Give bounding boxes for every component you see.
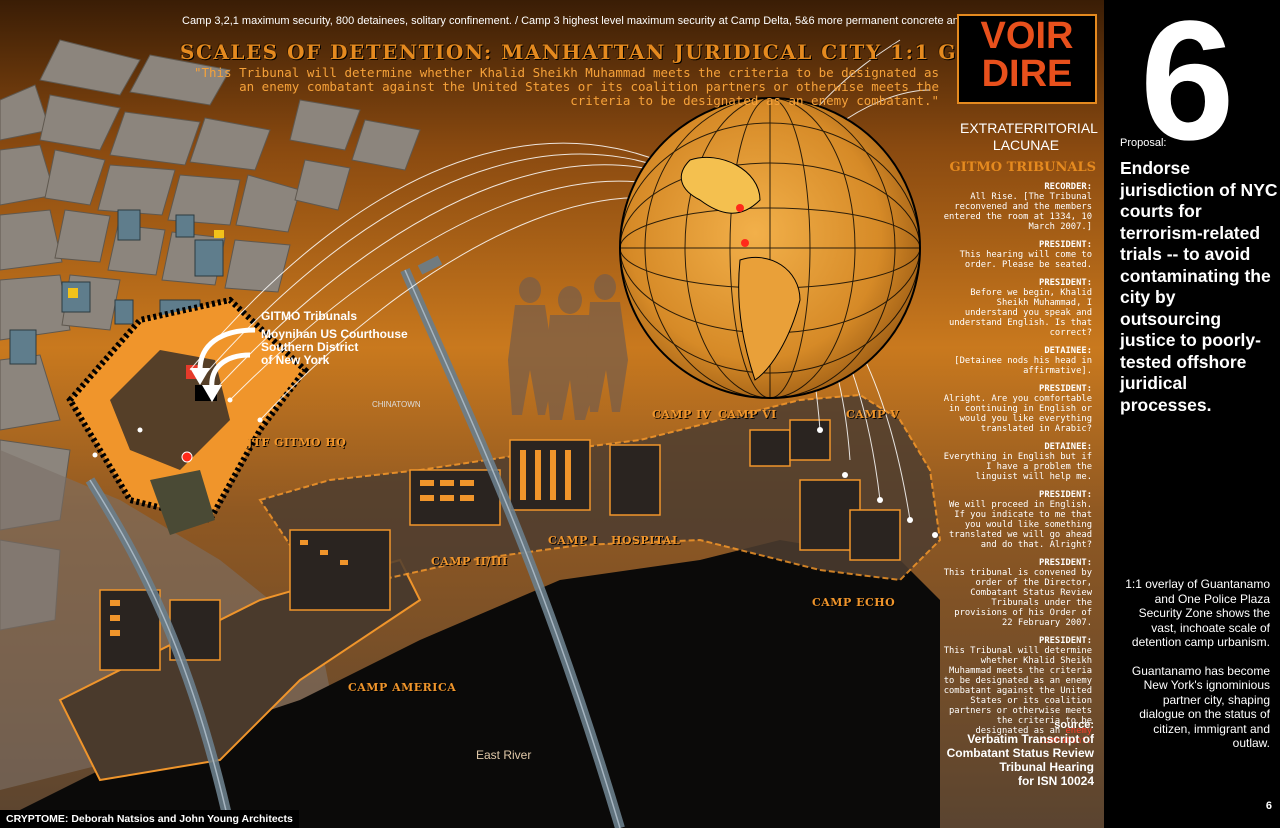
transcript-speaker: PRESIDENT: — [1039, 490, 1092, 500]
overlay-description: 1:1 overlay of Guantanamo and One Police… — [1120, 577, 1270, 765]
transcript-line: This tribunal is convened by order of th… — [943, 568, 1092, 628]
transcript-text: We will proceed in English. If you indic… — [942, 500, 1092, 550]
transcript-line: [Detainee nods his head in affirmative]. — [954, 356, 1092, 376]
extraterritorial-label: EXTRATERRITORIAL LACUNAE — [960, 120, 1098, 154]
transcript-speaker: DETAINEE: — [1044, 346, 1092, 356]
extra-line2: LACUNAE — [992, 137, 1060, 153]
transcript: RECORDER:All Rise. [The Tribunal reconve… — [942, 182, 1092, 746]
proposal-text: Endorse jurisdiction of NYC courts for t… — [1120, 158, 1278, 415]
voir-dire-box — [957, 14, 1097, 104]
camp-label-jtf: JTF GITMO HQ — [247, 436, 347, 449]
transcript-text: [Detainee nods his head in affirmative]. — [942, 356, 1092, 376]
transcript-line: We will proceed in English. If you indic… — [949, 500, 1092, 550]
right-column — [1104, 0, 1280, 828]
source-line: Tribunal Hearing — [999, 760, 1094, 774]
transcript-speaker: PRESIDENT: — [1039, 384, 1092, 394]
camp-label-vi: CAMP VI — [718, 408, 777, 421]
proposal-label: Proposal: — [1120, 137, 1167, 149]
courthouse-line: Moynihan US Courthouse — [261, 327, 408, 341]
transcript-line: Alright. Are you comfortable in continui… — [943, 394, 1092, 434]
transcript-speaker: RECORDER: — [1044, 182, 1092, 192]
transcript-speaker: PRESIDENT: — [1039, 636, 1092, 646]
transcript-speaker: PRESIDENT: — [1039, 558, 1092, 568]
transcript-text: This Tribunal will determine whether Kha… — [942, 646, 1092, 746]
transcript-line: This Tribunal will determine whether Kha… — [943, 646, 1092, 736]
camp-detail — [110, 450, 571, 636]
overlay-map — [0, 0, 1104, 828]
transcript-line: Everything in English but if I have a pr… — [943, 452, 1092, 482]
transcript-line: This hearing will come to order. Please … — [959, 250, 1092, 270]
pointer-arrows — [197, 327, 256, 389]
gitmo-tribunals-label: GITMO Tribunals — [261, 309, 358, 323]
globe — [619, 97, 921, 399]
east-river-label: East River — [476, 748, 532, 762]
extra-line1: EXTRATERRITORIAL — [960, 120, 1098, 136]
source-block: source: Verbatim Transcript of Combatant… — [930, 718, 1094, 788]
voir-line: VOIR — [980, 15, 1074, 57]
camp-label-hospital: HOSPITAL — [611, 534, 681, 547]
soldier-silhouettes — [508, 274, 628, 420]
source-label: source: — [1054, 719, 1094, 731]
title-quote: "This Tribunal will determine whether Kh… — [193, 65, 939, 108]
transcript-text: Alright. Are you comfortable in continui… — [942, 394, 1092, 434]
camp-label-v: CAMP V — [846, 408, 900, 421]
transcript-speaker: PRESIDENT: — [1039, 278, 1092, 288]
east-river — [0, 540, 940, 828]
transcript-heading: GITMO TRIBUNALS — [949, 160, 1096, 175]
overlay-paragraph: 1:1 overlay of Guantanamo and One Police… — [1125, 577, 1270, 649]
source-line: for ISN 10024 — [1017, 774, 1094, 788]
dire-line: DIRE — [981, 53, 1073, 95]
transcript-text: All Rise. [The Tribunal reconvened and t… — [942, 192, 1092, 232]
transcript-text: Before we begin, Khalid Sheikh Muhammad,… — [942, 288, 1092, 338]
page-number: 6 — [1265, 800, 1272, 812]
transcript-speaker: PRESIDENT: — [1039, 240, 1092, 250]
map-dots — [92, 397, 938, 538]
top-caption: Camp 3,2,1 maximum security, 800 detaine… — [182, 15, 992, 27]
transcript-line: All Rise. [The Tribunal reconvened and t… — [943, 192, 1092, 232]
camp-label-ii-iii: CAMP II/III — [431, 555, 508, 568]
page-title: SCALES OF DETENTION: MANHATTAN JURIDICAL… — [180, 40, 1027, 64]
transcript-highlight: enemy combatant. — [1039, 726, 1092, 746]
camp-label-iv: CAMP IV — [652, 408, 711, 421]
transcript-text: This hearing will come to order. Please … — [942, 250, 1092, 270]
voir-dire-logo: VOIR DIRE — [962, 17, 1092, 93]
transcript-line: Before we begin, Khalid Sheikh Muhammad,… — [949, 288, 1092, 338]
courthouse-line: Southern District — [261, 340, 359, 354]
camp-label-america: CAMP AMERICA — [348, 681, 457, 694]
camp-label-echo: CAMP ECHO — [812, 596, 896, 609]
chinatown-label: CHINATOWN — [372, 400, 421, 409]
transcript-text: Everything in English but if I have a pr… — [942, 452, 1092, 482]
source-line: Verbatim Transcript of — [967, 732, 1094, 746]
courthouse-label: Moynihan US Courthouse Southern District… — [261, 328, 408, 367]
transcript-text: This tribunal is convened by order of th… — [942, 568, 1092, 628]
courthouse-line: of New York — [261, 353, 330, 367]
section-number: 6 — [1140, 0, 1235, 176]
source-line: Combatant Status Review — [946, 746, 1094, 760]
overlay-paragraph: Guantanamo has become New York's ignomin… — [1131, 663, 1270, 751]
camp-america-area — [58, 558, 422, 782]
credit-line: CRYPTOME: Deborah Natsios and John Young… — [0, 810, 299, 828]
camp-label-i: CAMP I — [548, 534, 598, 547]
transcript-speaker: DETAINEE: — [1044, 442, 1092, 452]
